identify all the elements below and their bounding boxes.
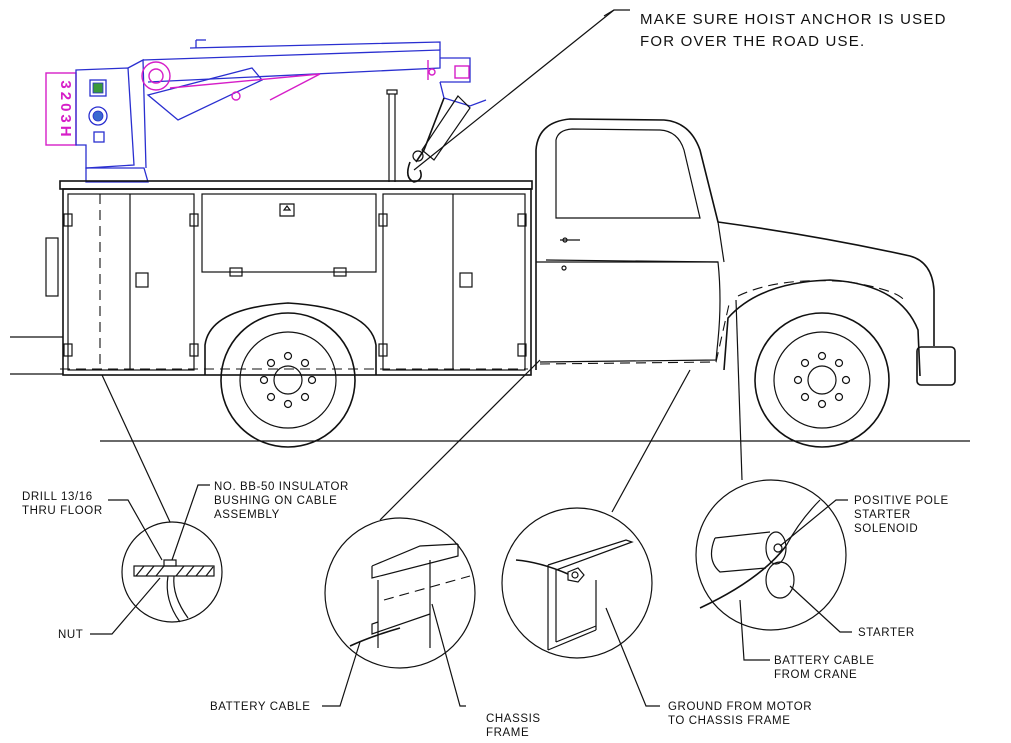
crane-base-housing [75,67,135,169]
hoist-block [421,95,471,161]
floor-section [133,565,215,577]
frame-bottom-flange [371,613,431,635]
ground-label-1: GROUND FROM MOTOR [668,701,812,713]
latch-top [279,203,295,217]
drill-label-1: DRILL 13/16 [22,491,93,503]
hinges [63,213,527,357]
bushing-cap [163,559,177,567]
insulator-label-3: ASSEMBLY [214,509,280,521]
compartment-top-middle [201,193,377,273]
cable-down [166,575,181,623]
detail1-leader [101,374,171,523]
front-bumper [916,346,956,386]
detail-ground [501,369,691,707]
detail-starter [695,299,852,661]
detail2-leader [379,359,541,521]
chassis-frame-label-1: CHASSIS [486,713,541,725]
note-line-2: FOR OVER THE ROAD USE. [640,33,865,50]
crane-hydraulic-port [88,106,108,126]
battery-cable-detail [349,627,401,647]
cable-route-cab [539,299,731,365]
crane-mount-plate [85,167,149,183]
detail4-leader [735,299,743,481]
frame-top-flange [371,544,459,579]
positive-pole-label-1: POSITIVE POLE [854,495,949,507]
crane-main-boom [142,49,441,83]
positive-pole-label-2: STARTER [854,509,911,521]
battery-cable-crane-label-1: BATTERY CABLE [774,655,874,667]
insulator-label-2: BUSHING ON CABLE [214,495,337,507]
crane-model-label: 3203H [57,80,74,139]
hoist-cable [415,97,445,163]
ground-label-2: TO CHASSIS FRAME [668,715,791,727]
cab-outline [535,118,935,370]
rear-wheel-well [204,302,377,375]
nut-label: NUT [58,629,83,641]
solenoid-end [765,531,787,565]
insulator-label-1: NO. BB-50 INSULATOR [214,481,349,493]
front-wheel-well [723,279,921,377]
latch-right [459,272,473,288]
crane-battery-cable [699,545,787,609]
crane-lift-cylinder [146,67,264,121]
hoist-hook [406,161,422,183]
utility-body [10,180,533,376]
battery-cable-crane-label-2: FROM CRANE [774,669,857,681]
ground-nut [567,567,585,583]
detail-floor-bushing [90,374,223,635]
side-box [45,237,59,297]
truck-cab [535,118,956,386]
crane-box-upper [89,79,107,97]
starter-label: STARTER [858,627,915,639]
cab-door [539,259,721,363]
body-outline [62,188,532,376]
battery-cable-label: BATTERY CABLE [210,701,310,713]
latch-left [135,272,149,288]
compartment-left [67,193,195,371]
compartment-right [382,193,526,371]
positive-pole [773,543,783,553]
positive-pole-label-3: SOLENOID [854,523,918,535]
detail3-leader [611,369,691,513]
rear-wheel [220,312,356,448]
crane-pivot-wheel [141,61,171,91]
chassis-frame-label-2: FRAME [486,727,529,739]
cab-window [555,128,701,219]
ground-frame [547,539,634,642]
note-leader-line [413,9,615,171]
crane-boom-tip [440,57,471,83]
drill-label-2: THRU FLOOR [22,505,103,517]
ground-cable [515,559,569,575]
front-wheel [754,312,890,448]
starter-body [765,561,795,599]
detail-chassis-frame [322,359,541,707]
note-line-1: MAKE SURE HOIST ANCHOR IS USED [640,11,947,28]
crane: 3203H [45,39,487,183]
crane-indicator-green [92,82,104,94]
